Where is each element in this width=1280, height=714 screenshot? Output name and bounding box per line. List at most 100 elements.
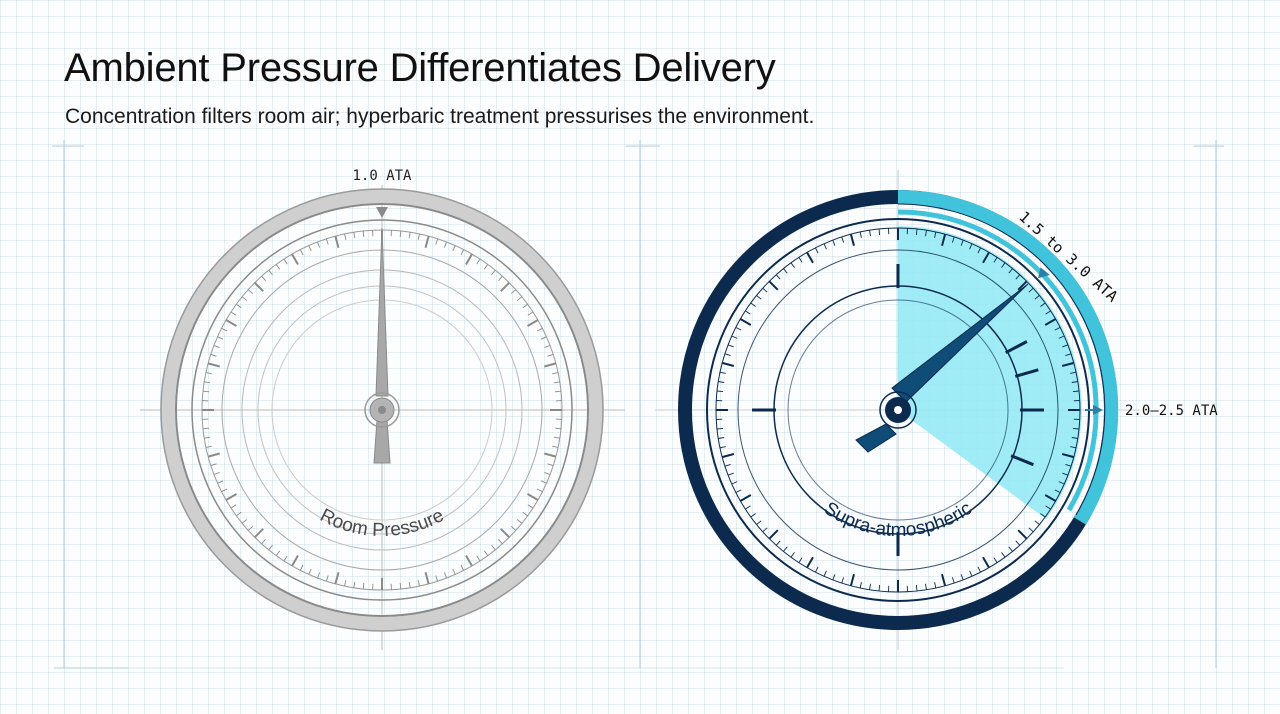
minor-tick (775, 540, 781, 546)
minor-tick (299, 564, 304, 571)
minor-tick (841, 577, 845, 584)
minor-tick (221, 327, 228, 332)
hyper-needle-tail (855, 423, 897, 453)
minor-tick (832, 574, 836, 581)
minor-tick (511, 526, 517, 531)
major-tick (1061, 453, 1075, 459)
minor-tick (915, 228, 918, 236)
hyper-side-label: 2.0–2.5 ATA (1125, 403, 1218, 419)
minor-tick (783, 546, 788, 552)
major-tick (225, 319, 237, 327)
minor-tick (210, 463, 217, 467)
major-tick (739, 318, 752, 326)
minor-tick (960, 574, 964, 581)
minor-tick (1008, 546, 1013, 552)
guide-lines (52, 140, 1224, 669)
minor-tick (236, 511, 242, 517)
minor-tick (210, 353, 217, 357)
minor-tick (247, 526, 253, 531)
minor-tick (750, 513, 756, 518)
room-tick-ring (202, 230, 562, 590)
minor-tick (353, 232, 356, 239)
minor-tick (540, 480, 547, 484)
minor-tick (217, 480, 224, 484)
minor-tick (1070, 371, 1077, 374)
major-tick (465, 555, 473, 567)
minor-tick (716, 427, 724, 430)
minor-tick (841, 236, 845, 243)
minor-tick (483, 264, 489, 270)
room-top-marker (376, 207, 388, 218)
major-tick (527, 319, 539, 327)
minor-tick (353, 581, 356, 588)
major-tick (1017, 529, 1028, 540)
minor-tick (544, 471, 551, 475)
minor-tick (878, 228, 881, 236)
minor-tick (230, 311, 237, 316)
major-tick (806, 556, 814, 569)
major-tick (544, 452, 557, 458)
minor-tick (814, 247, 819, 254)
bar-tick (1004, 340, 1028, 355)
minor-tick (1008, 268, 1013, 274)
minor-tick (719, 446, 726, 449)
minor-tick (344, 580, 347, 587)
minor-tick (1065, 463, 1072, 467)
minor-tick (325, 575, 329, 582)
hyper-major-ticks (752, 264, 1044, 556)
major-tick (806, 251, 814, 264)
room-bezel (161, 189, 603, 631)
minor-tick (552, 445, 559, 448)
minor-tick (1065, 353, 1072, 357)
minor-tick (308, 568, 312, 575)
minor-tick (951, 577, 955, 584)
minor-tick (417, 233, 420, 240)
minor-tick (547, 353, 554, 357)
minor-tick (204, 436, 211, 439)
minor-tick (554, 390, 562, 393)
major-tick (225, 493, 237, 501)
minor-tick (925, 230, 927, 237)
minor-tick (435, 238, 439, 245)
minor-tick (544, 345, 551, 349)
minor-tick (268, 544, 273, 551)
minor-tick (553, 436, 560, 439)
minor-tick (1070, 446, 1077, 449)
minor-tick (783, 268, 788, 274)
minor-tick (727, 344, 734, 348)
minor-tick (325, 238, 329, 245)
major-tick (253, 281, 264, 292)
major-tick (1044, 494, 1057, 502)
minor-tick (724, 353, 731, 357)
minor-tick (344, 233, 347, 240)
minor-tick (756, 295, 762, 300)
minor-tick (511, 289, 517, 294)
hyper-tick-ring (716, 228, 1080, 592)
minor-tick (1072, 427, 1080, 430)
minor-tick (491, 269, 496, 276)
major-tick (1061, 361, 1075, 367)
minor-tick (814, 566, 819, 573)
minor-tick (1040, 513, 1046, 518)
minor-tick (993, 557, 998, 563)
major-tick (849, 573, 855, 587)
minor-tick (823, 243, 827, 250)
minor-tick (317, 241, 321, 248)
minor-tick (859, 582, 862, 589)
minor-tick (969, 243, 973, 250)
minor-tick (460, 564, 465, 571)
minor-tick (261, 275, 266, 281)
minor-tick (408, 581, 411, 588)
minor-tick (878, 584, 881, 592)
minor-tick (522, 303, 528, 309)
major-tick (982, 556, 990, 569)
minor-tick (735, 489, 742, 494)
minor-tick (552, 372, 559, 375)
minor-tick (977, 247, 982, 254)
hyper-hub-ring (879, 391, 917, 429)
minor-tick (213, 471, 220, 475)
hyper-inner-highlight (897, 209, 1099, 512)
major-tick (500, 528, 511, 539)
minor-tick (217, 336, 224, 340)
